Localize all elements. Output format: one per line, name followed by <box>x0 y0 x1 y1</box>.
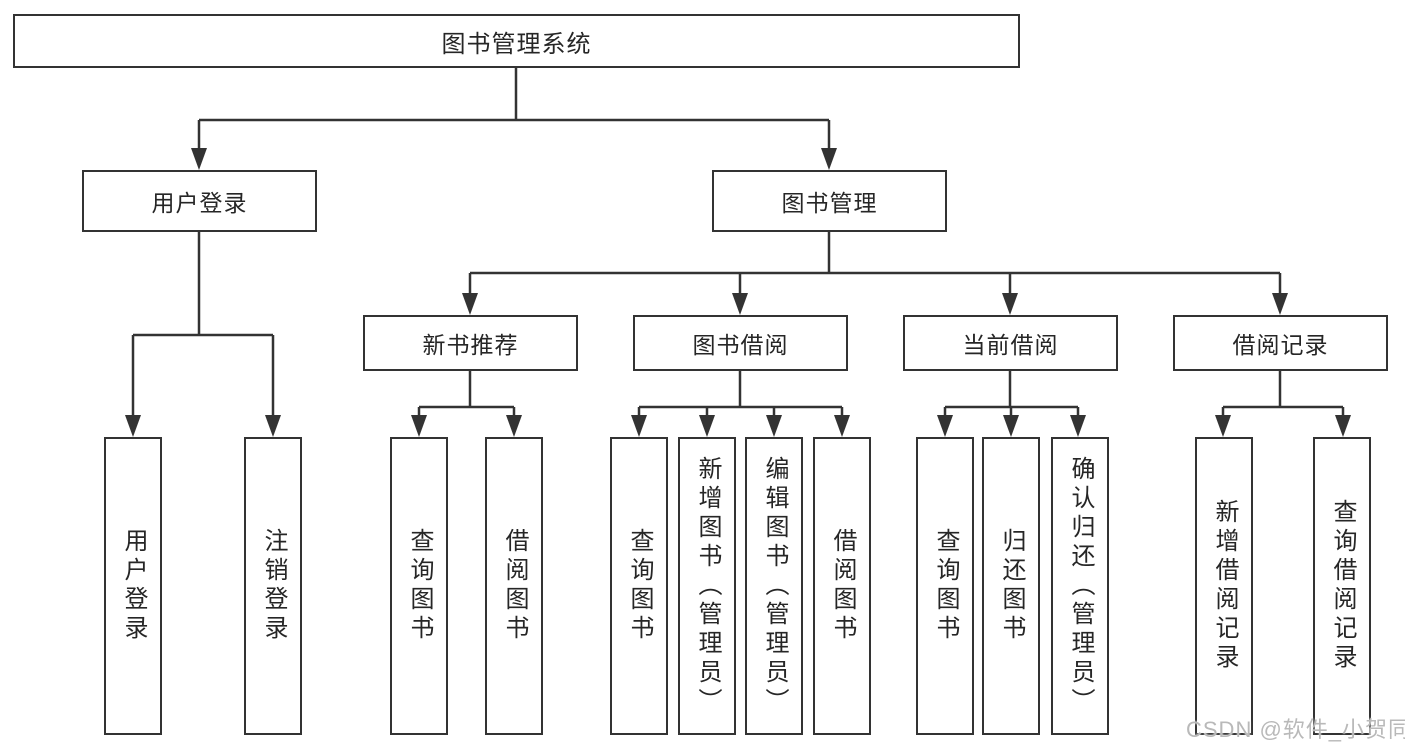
leaf-borrow-book-recommend: 借阅图书 <box>485 437 543 735</box>
leaf-label: 新增借阅记录 <box>1211 499 1238 673</box>
leaf-label: 确认归还（管理员） <box>1067 455 1094 717</box>
leaf-query-borrow-record: 查询借阅记录 <box>1313 437 1371 735</box>
node-current-borrow: 当前借阅 <box>903 315 1118 371</box>
leaf-label: 借阅图书 <box>829 528 856 644</box>
node-label: 用户登录 <box>151 190 248 216</box>
node-library-management-system: 图书管理系统 <box>13 14 1020 68</box>
leaf-label: 查询借阅记录 <box>1329 499 1356 673</box>
node-label: 当前借阅 <box>962 332 1059 358</box>
leaf-label: 用户登录 <box>120 528 147 644</box>
leaf-edit-book-admin: 编辑图书（管理员） <box>745 437 803 735</box>
leaf-add-borrow-record: 新增借阅记录 <box>1195 437 1253 735</box>
node-book-borrow: 图书借阅 <box>633 315 848 371</box>
node-user-login: 用户登录 <box>82 170 317 232</box>
node-new-book-recommend: 新书推荐 <box>363 315 578 371</box>
leaf-logout: 注销登录 <box>244 437 302 735</box>
leaf-label: 编辑图书（管理员） <box>761 455 788 717</box>
leaf-confirm-return-admin: 确认归还（管理员） <box>1051 437 1109 735</box>
node-book-management: 图书管理 <box>712 170 947 232</box>
leaf-label: 查询图书 <box>406 528 433 644</box>
node-label: 图书管理 <box>781 190 878 216</box>
leaf-label: 新增图书（管理员） <box>694 455 721 717</box>
leaf-query-book-borrow: 查询图书 <box>610 437 668 735</box>
arrowheads <box>125 148 1351 437</box>
leaf-label: 注销登录 <box>260 528 287 644</box>
leaf-label: 查询图书 <box>932 528 959 644</box>
node-label: 新书推荐 <box>422 332 519 358</box>
leaf-add-book-admin: 新增图书（管理员） <box>678 437 736 735</box>
leaf-label: 借阅图书 <box>501 528 528 644</box>
leaf-query-book-current: 查询图书 <box>916 437 974 735</box>
leaf-label: 查询图书 <box>626 528 653 644</box>
leaf-label: 归还图书 <box>998 528 1025 644</box>
node-borrow-record: 借阅记录 <box>1173 315 1388 371</box>
csdn-watermark: CSDN @软件_小贺同学 <box>1186 717 1405 742</box>
leaf-return-book: 归还图书 <box>982 437 1040 735</box>
leaf-query-book-recommend: 查询图书 <box>390 437 448 735</box>
node-label: 图书借阅 <box>692 332 789 358</box>
leaf-borrow-book: 借阅图书 <box>813 437 871 735</box>
node-label: 借阅记录 <box>1232 332 1329 358</box>
leaf-user-login: 用户登录 <box>104 437 162 735</box>
node-label: 图书管理系统 <box>441 30 592 58</box>
